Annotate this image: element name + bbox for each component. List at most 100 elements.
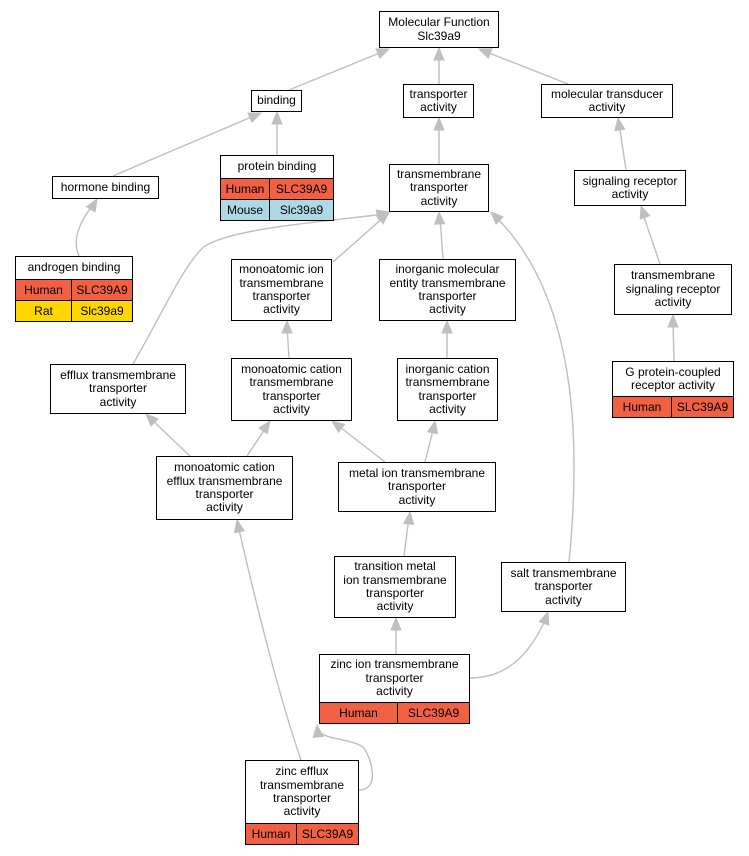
node-label-line: efflux transmembrane [60, 367, 176, 382]
arrowhead-icon [433, 210, 446, 225]
edge-mono_cation_efflux-to-efflux [145, 413, 191, 457]
node-label-line: protein binding [237, 159, 317, 174]
node-label: androgen binding [16, 257, 132, 280]
edge-transition_metal-to-metal_ion [403, 510, 415, 557]
node-label-line: transition metal [354, 559, 436, 574]
node-label-line: zinc efflux [275, 764, 329, 779]
node-label-line: salt transmembrane [510, 565, 617, 580]
gene-cell: Slc39a9 [269, 200, 333, 220]
edge-zinc_efflux-to-mono_cation_efflux [233, 518, 302, 761]
edge-line [75, 203, 95, 257]
edge-transducer-to-mf [477, 48, 569, 85]
edge-line [618, 122, 627, 171]
arrowhead-icon [247, 112, 263, 124]
edge-zinc_efflux-to-zinc_ion [312, 723, 374, 791]
node-label-line: inorganic cation [405, 361, 490, 376]
edge-line [112, 114, 257, 177]
gene-cell: SLC39A9 [269, 179, 333, 199]
arrowhead-icon [433, 46, 445, 61]
arrowhead-icon [538, 610, 550, 626]
species-cell: Human [251, 826, 291, 841]
arrowhead-icon [477, 48, 493, 59]
node-label-line: transporter [409, 180, 469, 195]
node-label-line: transporter [88, 381, 148, 396]
edge-hormone-to-binding [112, 112, 263, 177]
node-label-line: transporter [418, 388, 477, 403]
edge-zinc_ion-to-transition_metal [390, 616, 402, 654]
node-label-line: transmembrane [249, 375, 334, 390]
arrowhead-icon [375, 48, 391, 60]
node-label: hormone binding [53, 177, 158, 198]
node-label-line: transporter [418, 289, 477, 303]
node-label-line: hormone binding [60, 179, 151, 194]
node-label-line: transporter [387, 479, 447, 494]
node-label: binding [252, 91, 301, 111]
node-label-line: activity [611, 187, 649, 201]
node-hormone-binding[interactable]: hormone binding [52, 176, 159, 199]
arrowhead-icon [614, 116, 626, 132]
node-label-line: metal ion transmembrane [348, 465, 486, 480]
edge-metal_ion-to-inorg_cation [424, 419, 439, 463]
edge-tm_transporter-to-transporter [433, 116, 445, 164]
node-label-line: activity [273, 401, 310, 416]
edge-transporter-to-mf [433, 46, 445, 84]
edge-sig_receptor-to-transducer [614, 116, 627, 171]
arrowhead-icon [390, 616, 402, 631]
node-label-line: transmembrane [239, 275, 324, 290]
node-binding[interactable]: binding [251, 90, 302, 112]
edge-tm_sig_receptor-to-sig_receptor [639, 204, 661, 265]
arrowhead-icon [490, 211, 504, 225]
node-label-line: Molecular Function [388, 15, 490, 30]
node-label-line: binding [257, 93, 296, 108]
node-label-line: transporter [252, 289, 311, 303]
arrowhead-icon [271, 110, 283, 125]
edge-line [149, 417, 191, 457]
arrowhead-icon [403, 510, 415, 526]
edge-line [237, 524, 302, 761]
node-label: protein binding [221, 156, 333, 179]
node-label-line: activity [398, 492, 436, 507]
arrowhead-icon [441, 319, 453, 334]
edge-line [483, 50, 569, 85]
node-label-line: zinc ion transmembrane [330, 657, 459, 672]
node-label-line: transporter [409, 86, 468, 101]
node-label-line: activity [429, 302, 466, 317]
edge-mono_cation_efflux-to-mono_cation [246, 419, 271, 457]
edge-line [641, 210, 661, 265]
node-label-line: activity [376, 599, 414, 614]
node-label-line: monoatomic cation [174, 460, 275, 475]
